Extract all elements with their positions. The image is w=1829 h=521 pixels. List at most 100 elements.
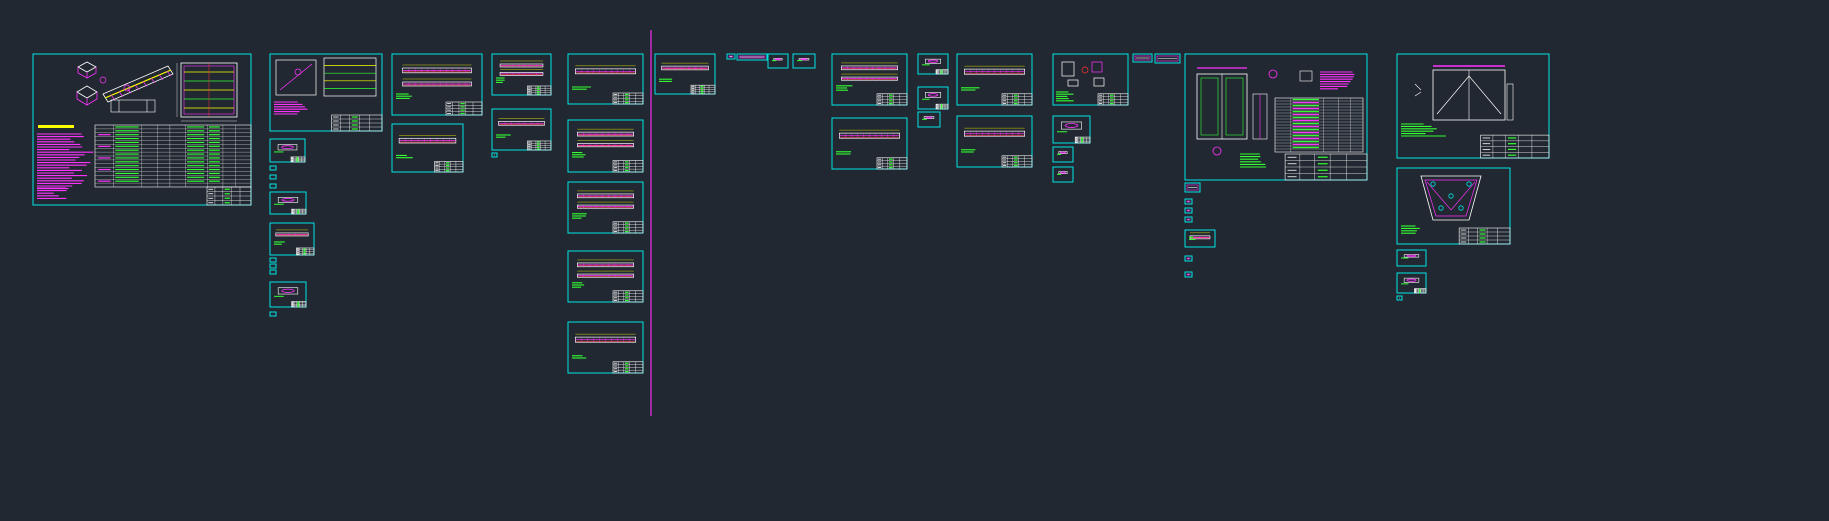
- drawing-sheet[interactable]: [1184, 182, 1201, 193]
- drawing-sheet[interactable]: [32, 53, 252, 206]
- drawing-sheet[interactable]: [1184, 271, 1193, 278]
- sheet-frame: [567, 181, 644, 234]
- sheet-frame: [269, 174, 277, 180]
- sheet-frame: [269, 53, 383, 132]
- drawing-sheet[interactable]: [956, 53, 1033, 106]
- drawing-sheet[interactable]: [567, 119, 644, 173]
- sheet-frame: [269, 191, 307, 215]
- section-view: [279, 63, 313, 91]
- sheet-frame: [32, 53, 252, 206]
- iso-view: [76, 85, 98, 99]
- drawing-sheet[interactable]: [736, 53, 768, 61]
- detail-outline: [1403, 277, 1420, 283]
- drawing-sheet[interactable]: [1184, 53, 1368, 181]
- drawing-sheet[interactable]: [956, 115, 1033, 168]
- drawing-sheet[interactable]: [269, 222, 315, 256]
- thumbnail-detail: [1134, 55, 1151, 61]
- detail-curve: [1059, 171, 1067, 174]
- drawing-sheet[interactable]: [917, 86, 949, 110]
- drawing-sheet[interactable]: [391, 123, 464, 173]
- drawing-sheet[interactable]: [1132, 53, 1153, 63]
- drawing-sheet[interactable]: [917, 111, 941, 128]
- detail-curve: [927, 93, 939, 97]
- inclined-stirrup: [134, 84, 140, 91]
- drawing-sheet[interactable]: [726, 53, 736, 60]
- sheet-frame: [1132, 53, 1153, 63]
- drawing-sheet[interactable]: [567, 321, 644, 374]
- thumbnail-detail: [1186, 209, 1191, 212]
- sheet-frame: [269, 257, 277, 263]
- drawing-sheet[interactable]: [269, 191, 307, 215]
- drawing-sheet[interactable]: [491, 152, 498, 158]
- sheet-frame: [269, 263, 277, 269]
- drawing-sheet[interactable]: [269, 269, 277, 275]
- detail-curve: [281, 198, 295, 202]
- drawing-sheet[interactable]: [1396, 167, 1511, 245]
- drawing-sheet[interactable]: [269, 165, 277, 171]
- drawing-sheet[interactable]: [269, 263, 277, 269]
- drawing-sheet[interactable]: [1052, 146, 1074, 163]
- inclined-member: [104, 69, 172, 99]
- drawing-sheet[interactable]: [767, 53, 789, 69]
- drawing-sheet[interactable]: [1184, 229, 1216, 248]
- drawing-sheet[interactable]: [491, 108, 552, 151]
- drawing-sheet[interactable]: [269, 53, 383, 132]
- sheet-frame: [1396, 249, 1427, 267]
- detail-curve: [1064, 123, 1079, 128]
- drawing-sheet[interactable]: [1184, 216, 1193, 223]
- support: [110, 99, 156, 113]
- drawing-sheet[interactable]: [1396, 249, 1427, 267]
- sheet-frame: [1396, 295, 1403, 301]
- thumbnail-detail: [728, 55, 734, 58]
- sheet-frame: [831, 53, 908, 106]
- drawing-sheet[interactable]: [654, 53, 716, 95]
- drawing-sheet[interactable]: [1052, 115, 1091, 144]
- detail-curve: [1406, 278, 1417, 282]
- drawing-sheet[interactable]: [491, 53, 552, 96]
- drawing-sheet[interactable]: [269, 174, 277, 180]
- bar-marker: [1438, 205, 1444, 211]
- sheet-frame: [1396, 53, 1550, 159]
- sheet-frame: [269, 281, 307, 308]
- sheet-frame: [956, 53, 1033, 106]
- drawing-sheet[interactable]: [792, 53, 816, 69]
- sheet-frame: [567, 119, 644, 173]
- inclined-stirrup: [118, 91, 124, 97]
- iso-view: [77, 61, 97, 73]
- section-detail: [1299, 70, 1313, 82]
- drawing-sheet[interactable]: [269, 311, 277, 317]
- drawing-sheet[interactable]: [567, 181, 644, 234]
- bar-marker: [1430, 181, 1436, 187]
- drawing-sheet[interactable]: [1184, 198, 1193, 205]
- detail-callout: [99, 76, 107, 84]
- inclined-stirrup: [158, 74, 164, 80]
- drawing-sheet[interactable]: [831, 117, 908, 170]
- drawing-sheet[interactable]: [1184, 255, 1193, 262]
- drawing-sheet[interactable]: [1396, 272, 1427, 294]
- sheet-frame: [269, 183, 277, 189]
- sheet-frame: [491, 53, 552, 96]
- drawing-sheet[interactable]: [567, 53, 644, 105]
- drawing-sheet[interactable]: [1154, 53, 1181, 64]
- drawing-sheet[interactable]: [269, 183, 277, 189]
- drawing-sheet[interactable]: [391, 53, 483, 116]
- drawing-sheet[interactable]: [1396, 295, 1403, 301]
- drawing-sheet[interactable]: [269, 281, 307, 308]
- drawing-sheet[interactable]: [1052, 166, 1074, 183]
- drawing-sheet[interactable]: [1052, 53, 1129, 106]
- detail-curve: [800, 58, 808, 61]
- drawing-sheet[interactable]: [269, 138, 306, 163]
- drawing-sheet[interactable]: [567, 250, 644, 303]
- sheet-frame: [391, 53, 483, 116]
- sheet-frame: [269, 269, 277, 275]
- detail-outline: [1403, 254, 1420, 258]
- detail-callout: [123, 84, 131, 92]
- sheet-frame: [269, 138, 306, 163]
- drawing-sheet[interactable]: [269, 257, 277, 263]
- inclined-member: [102, 65, 174, 103]
- drawing-sheet[interactable]: [1396, 53, 1550, 159]
- drawing-sheet[interactable]: [831, 53, 908, 106]
- drawing-sheet[interactable]: [917, 53, 949, 75]
- drawing-sheet[interactable]: [1184, 207, 1193, 214]
